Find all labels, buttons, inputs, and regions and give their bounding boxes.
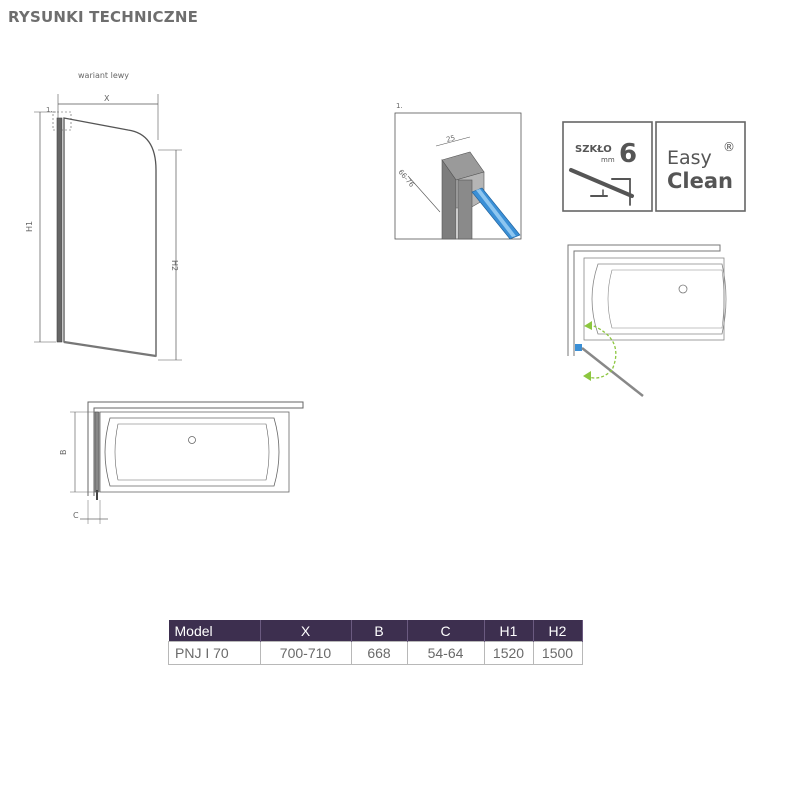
column-header-c: C [407, 620, 485, 642]
glass-icon [569, 168, 634, 206]
table-header-row: Model X B C H1 H2 [168, 620, 583, 642]
dim-x-label: X [104, 94, 110, 103]
cell-b: 668 [350, 641, 408, 665]
easy-clean-line2: Clean [667, 169, 733, 193]
column-header-model: Model [168, 620, 261, 642]
table-row: PNJ I 70 700-710 668 54-64 1520 1500 [168, 641, 583, 665]
dim-b-label: B [59, 450, 68, 456]
cell-h1: 1520 [483, 641, 534, 665]
easy-clean-badge: Easy ® Clean [655, 121, 746, 212]
detail-number: 1. [396, 102, 403, 110]
door-swing-drawing [567, 244, 727, 397]
dimensions-table: Model X B C H1 H2 PNJ I 70 700-710 668 5… [168, 620, 583, 665]
glass-label: SZKŁO [575, 144, 612, 155]
cell-x: 700-710 [259, 641, 352, 665]
glass-thickness-value: 6 [619, 139, 637, 169]
front-view-drawing: wariant lewy X 1. H1 H2 [25, 71, 182, 361]
profile-detail-drawing: 1. 25 66-76 [394, 102, 522, 240]
column-header-h2: H2 [533, 620, 583, 642]
front-view-caption: wariant lewy [78, 71, 129, 80]
column-header-h1: H1 [484, 620, 534, 642]
dim-1-label: 1. [46, 106, 53, 114]
page-title: RYSUNKI TECHNICZNE [8, 8, 199, 26]
column-header-b: B [351, 620, 408, 642]
dim-h2-label: H2 [170, 260, 179, 271]
cell-c: 54-64 [406, 641, 485, 665]
top-view-drawing: B C [59, 401, 304, 524]
registered-mark: ® [723, 140, 735, 154]
cell-model: PNJ I 70 [168, 641, 261, 665]
column-header-x: X [260, 620, 352, 642]
dim-c-label: C [73, 511, 79, 520]
detail-dim-25: 25 [445, 134, 456, 144]
glass-unit: mm [601, 156, 615, 164]
dim-h1-label: H1 [25, 221, 34, 232]
glass-thickness-badge: SZKŁO mm 6 [562, 121, 653, 212]
cell-h2: 1500 [532, 641, 583, 665]
easy-clean-line1: Easy [667, 147, 712, 169]
